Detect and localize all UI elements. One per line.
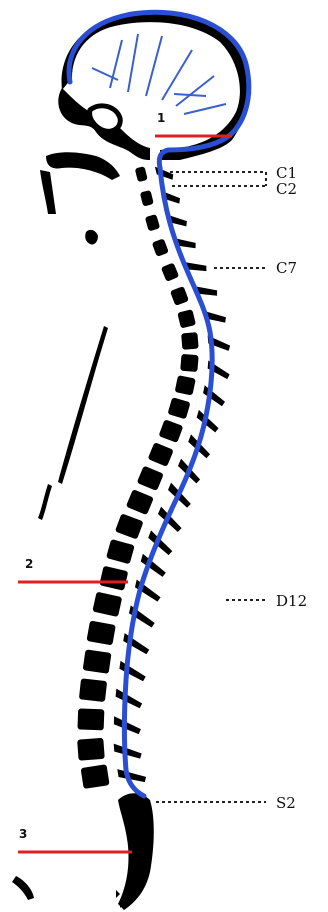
vertebra-body <box>135 166 148 182</box>
vertebra-body <box>79 678 107 702</box>
vertebra-body <box>177 309 196 328</box>
vertebra-body <box>148 442 174 467</box>
vertebra-body <box>99 566 128 591</box>
cheek-bone <box>46 152 120 180</box>
vertebra-body <box>152 238 169 257</box>
skull <box>40 11 250 244</box>
marker-number-3: 3 <box>19 827 27 841</box>
vertebra-body <box>115 513 144 539</box>
spinous-process <box>114 742 142 761</box>
vertebra-body <box>92 592 122 618</box>
rib-fragment <box>12 876 34 900</box>
brain-line <box>128 34 138 92</box>
spinous-process <box>118 661 147 682</box>
spinous-process <box>201 385 227 406</box>
vertebra-body <box>86 621 115 646</box>
mandible <box>85 230 98 245</box>
jaw <box>40 170 56 214</box>
spinous-process <box>114 716 142 734</box>
marker-number-1: 1 <box>157 111 165 125</box>
leader-c1 <box>170 172 266 186</box>
spinous-process <box>115 689 144 709</box>
vertebra-body <box>145 214 160 231</box>
vertebra-body <box>77 708 104 730</box>
vertebra-body <box>106 539 135 564</box>
vertebra-body <box>158 419 183 443</box>
brain-line <box>184 104 226 114</box>
marker-number-2: 2 <box>25 557 33 571</box>
vertebra-body <box>161 262 179 281</box>
level-label-c7: C7 <box>276 259 297 277</box>
vertebra-body <box>140 190 154 207</box>
level-label-s2: S2 <box>276 794 296 812</box>
brain-line <box>162 50 192 100</box>
brain-lines <box>92 34 226 114</box>
level-label-d12: D12 <box>276 592 307 610</box>
vertebral-column <box>77 163 231 789</box>
brain-line <box>176 76 214 106</box>
vertebra-body <box>170 286 189 306</box>
vertebra-body <box>126 489 154 515</box>
vertebra-body <box>167 397 190 419</box>
ribcage-fragments <box>12 326 108 900</box>
vertebra-body <box>83 649 112 673</box>
brain-line <box>110 40 122 88</box>
vertebra-body <box>175 375 196 395</box>
brain-line <box>146 36 162 96</box>
vertebra-body <box>81 764 110 789</box>
rib-fragment <box>38 484 52 520</box>
orbit <box>90 106 121 131</box>
vertebra-body <box>181 332 199 350</box>
rib-fragment <box>58 326 108 484</box>
vertebra-body <box>77 738 105 761</box>
level-label-c2: C2 <box>276 180 297 198</box>
vertebra-body <box>137 466 164 491</box>
vertebra-body <box>180 354 199 372</box>
brain-line <box>174 94 206 96</box>
